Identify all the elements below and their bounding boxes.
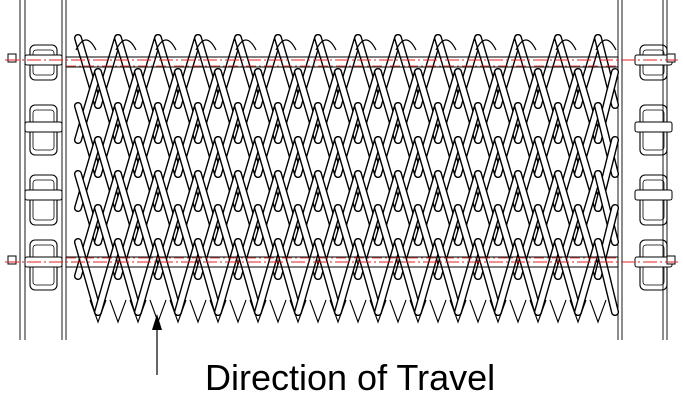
mesh-bottom-v xyxy=(529,299,547,324)
mesh-strand-down-core xyxy=(195,239,221,315)
mesh-top-loop xyxy=(595,39,617,51)
mesh-bottom-v xyxy=(209,299,227,324)
mesh-top-loop xyxy=(395,39,417,51)
mesh-bottom-v xyxy=(309,299,327,324)
mesh-strand-up-core xyxy=(215,239,241,315)
mesh-bottom-v xyxy=(329,299,347,324)
mesh-strand-down-core xyxy=(355,239,381,315)
shaft-centerlines xyxy=(5,59,678,263)
mesh-top-loop xyxy=(235,39,257,51)
woven-wire-mesh-belt xyxy=(65,33,620,324)
mesh-strand-up-core xyxy=(535,239,561,315)
right-shaft-end xyxy=(666,255,676,265)
mesh-bottom-v xyxy=(289,299,307,324)
mesh-strand-down-core xyxy=(115,239,141,315)
mesh-bottom-v xyxy=(589,299,607,324)
mesh-strand-up-core xyxy=(375,239,401,315)
mesh-bottom-v xyxy=(489,299,507,324)
left-shaft-end xyxy=(7,255,17,265)
mesh-strand-down-core xyxy=(515,239,541,315)
mesh-bottom-v xyxy=(129,299,147,324)
mesh-strand-down-core xyxy=(235,239,261,315)
mesh-top-loop xyxy=(275,39,297,51)
mesh-top-loop xyxy=(75,39,97,51)
mesh-strand-up-core xyxy=(455,239,481,315)
right-drive-chain xyxy=(617,0,676,340)
mesh-bottom-v xyxy=(429,299,447,324)
mesh-strand-down-core xyxy=(595,239,618,315)
mesh-strand-up-core xyxy=(95,239,121,315)
mesh-bottom-v xyxy=(89,299,107,324)
mesh-strand-up-core xyxy=(255,239,281,315)
mesh-bottom-v xyxy=(109,299,127,324)
mesh-top-loop xyxy=(355,39,377,51)
direction-arrow xyxy=(152,314,162,375)
mesh-bottom-v xyxy=(549,299,567,324)
mesh-strand-up-core xyxy=(335,239,361,315)
mesh-top-loop xyxy=(115,39,137,51)
mesh-bottom-v xyxy=(509,299,527,324)
mesh-strand-up-core xyxy=(175,239,201,315)
direction-of-travel-label: Direction of Travel xyxy=(205,357,496,398)
mesh-top-loop xyxy=(555,39,577,51)
mesh-bottom-v xyxy=(169,299,187,324)
mesh-bottom-v xyxy=(269,299,287,324)
mesh-bottom-v xyxy=(229,299,247,324)
mesh-strand-down-core xyxy=(395,239,421,315)
mesh-strand-down-core xyxy=(555,239,581,315)
mesh-strand-down-core xyxy=(75,239,101,315)
mesh-bottom-v xyxy=(449,299,467,324)
mesh-strand-down-core xyxy=(275,239,301,315)
mesh-strand-up-core xyxy=(135,239,161,315)
mesh-top-loop xyxy=(315,39,337,51)
mesh-bottom-v xyxy=(249,299,267,324)
mesh-bottom-v xyxy=(389,299,407,324)
mesh-strand-down-core xyxy=(475,239,501,315)
mesh-strand-up-core xyxy=(415,239,441,315)
right-chain-roller xyxy=(634,189,673,201)
right-chain-roller xyxy=(634,121,673,133)
mesh-top-loop xyxy=(155,39,177,51)
mesh-bottom-v xyxy=(349,299,367,324)
left-chain-roller xyxy=(24,121,63,133)
mesh-top-loop xyxy=(515,39,537,51)
mesh-top-loop xyxy=(475,39,497,51)
right-shaft-end xyxy=(666,53,676,63)
mesh-strand-up-core xyxy=(495,239,521,315)
mesh-top-loop xyxy=(195,39,217,51)
mesh-bottom-v xyxy=(469,299,487,324)
mesh-strand-down-core xyxy=(155,239,181,315)
left-chain-roller xyxy=(24,189,63,201)
mesh-top-loop xyxy=(435,39,457,51)
cross-rod xyxy=(65,56,619,68)
mesh-bottom-v xyxy=(569,299,587,324)
mesh-strand-up-core xyxy=(295,239,321,315)
mesh-bottom-v xyxy=(409,299,427,324)
left-shaft-end xyxy=(7,53,17,63)
left-drive-chain xyxy=(7,0,67,340)
mesh-strand-down-core xyxy=(315,239,341,315)
mesh-bottom-v xyxy=(369,299,387,324)
mesh-bottom-v xyxy=(189,299,207,324)
mesh-strand-down-core xyxy=(435,239,461,315)
mesh-strand-up-core xyxy=(575,239,601,315)
